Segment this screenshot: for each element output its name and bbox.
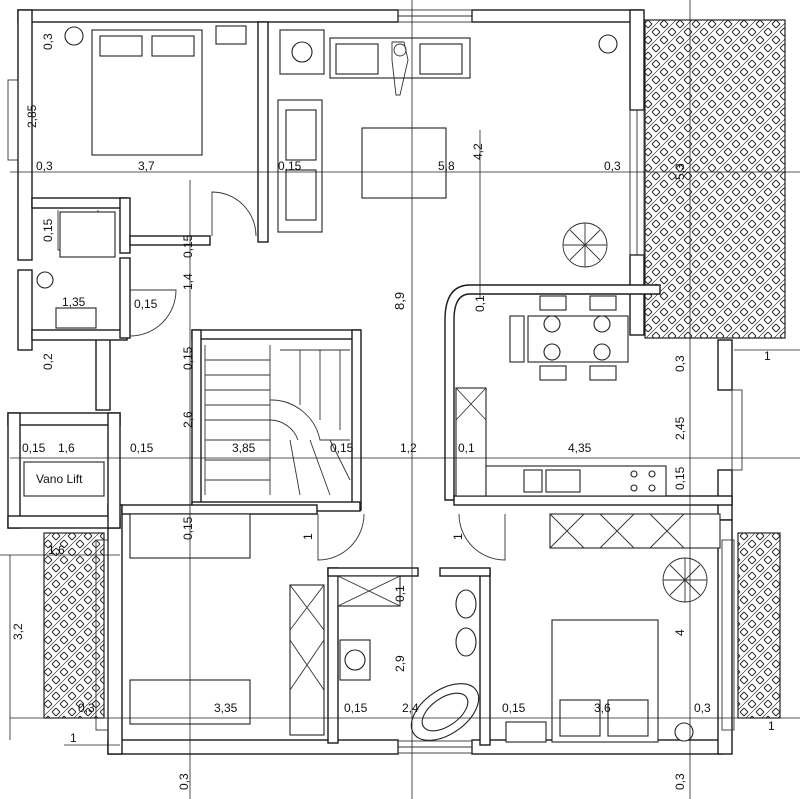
dimension-labels: 3,7 2,85 0,3 0,3 0,15 5,8 4,2 0,3 5,3 0,… — [11, 33, 775, 790]
dim-label: 1,35 — [62, 295, 86, 309]
dim-label: 0,15 — [41, 218, 55, 242]
dim-label: 0,15 — [22, 441, 46, 455]
dim-label: 1,6 — [58, 441, 75, 455]
dim-label: 2,85 — [25, 104, 39, 128]
dim-label: 8,9 — [392, 292, 407, 310]
dim-label: 5,3 — [673, 163, 687, 180]
dim-label: 0,1 — [458, 441, 475, 455]
dim-label: 0,3 — [78, 701, 95, 715]
dim-label: 0,2 — [41, 353, 55, 370]
dim-label: 1,4 — [181, 273, 195, 290]
dim-label: 0,3 — [177, 773, 191, 790]
dim-label: 1,6 — [48, 543, 65, 557]
dim-label: 3,85 — [232, 441, 256, 455]
interior-walls — [31, 21, 733, 746]
dim-label: 2,45 — [673, 416, 687, 440]
dim-label: 0,3 — [673, 773, 687, 790]
dim-label: 0,1 — [393, 585, 407, 602]
dim-label: 0,15 — [502, 701, 526, 715]
lift-box — [23, 461, 105, 497]
dim-label: 1 — [301, 533, 315, 540]
dim-label: 3,6 — [594, 701, 611, 715]
dim-label: 2,6 — [181, 411, 195, 428]
dim-label: 2,9 — [393, 655, 407, 672]
dim-label: 1 — [70, 731, 77, 745]
dim-label: 0,15 — [181, 234, 195, 258]
dim-label: 0,1 — [473, 295, 487, 312]
dim-label: 0,15 — [344, 701, 368, 715]
dim-label: 0,15 — [181, 516, 195, 540]
dim-label: 4,2 — [471, 143, 485, 160]
dim-label: 0,3 — [36, 159, 53, 173]
dim-label: 1 — [451, 533, 465, 540]
dim-label: 0,15 — [130, 441, 154, 455]
plant-icon-2 — [662, 557, 708, 603]
dim-label: 0,3 — [41, 33, 55, 50]
dim-label: 3,2 — [11, 623, 25, 640]
windows — [7, 9, 743, 754]
terrace-bottom-left — [43, 532, 105, 719]
dim-label: 0,15 — [330, 441, 354, 455]
dim-label: 0,3 — [673, 355, 687, 372]
dim-label: 4 — [673, 629, 687, 636]
dim-label: 0,15 — [673, 466, 687, 490]
outer-walls — [7, 9, 733, 755]
dim-label: 0,15 — [181, 346, 195, 370]
dim-label: 0,15 — [134, 297, 158, 311]
staircase — [204, 345, 351, 496]
furniture — [36, 25, 721, 743]
dim-label: 1 — [764, 349, 771, 363]
dim-label: 4,35 — [568, 441, 592, 455]
dim-label: 3,7 — [138, 159, 155, 173]
dim-label: 0,15 — [278, 159, 302, 173]
dim-label: 1,2 — [400, 441, 417, 455]
dim-label: 3,35 — [214, 701, 238, 715]
lift-label: Vano Lift — [36, 472, 83, 486]
dim-label: 5,8 — [438, 159, 455, 173]
dim-label: 2,4 — [402, 701, 419, 715]
dim-label: 0,3 — [694, 701, 711, 715]
dim-label: 1 — [768, 719, 775, 733]
terrace-bottom-right — [737, 532, 781, 719]
terrace-top-right — [644, 19, 786, 339]
plant-icon — [562, 222, 608, 268]
dim-label: 0,3 — [604, 159, 621, 173]
